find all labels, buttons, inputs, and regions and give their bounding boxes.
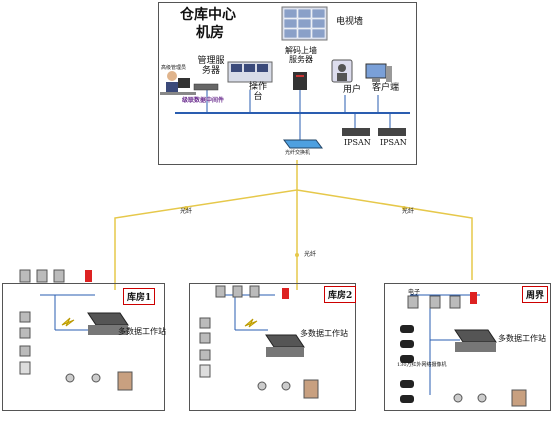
warehouse1-devices xyxy=(19,269,133,391)
user-icon xyxy=(331,59,353,83)
warehouse2-workstation-label: 多数据工作站 xyxy=(300,329,348,338)
perimeter-tag: 周界 xyxy=(522,286,549,303)
switch-label: 光纤交换机 xyxy=(285,150,311,156)
perimeter-device-label: 电子 xyxy=(408,289,421,296)
client-label: 客户端 xyxy=(372,83,400,93)
mgmt-server-icon xyxy=(193,83,219,91)
decoder-label: 解码上墙服务器 xyxy=(285,46,317,64)
hq-mgmt-label: 高级管理员 xyxy=(161,65,187,71)
warehouse2-tag: 库房2 xyxy=(324,286,357,303)
fiber-link-left xyxy=(114,160,298,290)
decoder-server-icon xyxy=(293,72,307,90)
perimeter-workstation-label: 多数据工作站 xyxy=(498,334,546,343)
middleware-label: 级联数据中间件 xyxy=(182,97,225,104)
tv-wall-label: 电视墙 xyxy=(336,17,364,27)
user-label: 用户 xyxy=(343,85,362,95)
tv-wall-icon xyxy=(281,6,328,41)
fiber-nodes xyxy=(184,206,406,257)
warehouse1-workstation-label: 多数据工作站 xyxy=(118,327,166,336)
fiber-label-right: 光纤 xyxy=(402,208,415,215)
fiber-label-left: 光纤 xyxy=(180,208,193,215)
fiber-label-mid: 光纤 xyxy=(304,251,317,258)
warehouse1-tag: 库房1 xyxy=(123,288,156,305)
warehouse2-panel xyxy=(189,283,356,411)
fiber-switch-icon xyxy=(283,139,323,149)
operator-desk-icon xyxy=(227,61,273,83)
warehouse1-panel xyxy=(2,283,165,411)
center-title-line2: 机房 xyxy=(196,25,224,41)
center-room-panel xyxy=(158,2,417,165)
perimeter-camera-group-label: 130万红外网络摄像机 xyxy=(397,362,447,368)
ipsan-label-2: IPSAN xyxy=(380,138,407,147)
ipsan-label-1: IPSAN xyxy=(344,138,371,147)
ipsan-icons xyxy=(342,128,406,136)
fiber-links xyxy=(114,160,473,290)
center-drops xyxy=(206,88,391,140)
warehouse2-devices xyxy=(199,285,319,399)
client-icon xyxy=(365,63,392,82)
fiber-link-right xyxy=(296,189,473,280)
center-title-line1: 仓库中心 xyxy=(180,7,236,23)
admin-person-icon xyxy=(160,71,196,95)
mgmt-server-label: 管理服务器 xyxy=(197,56,225,76)
operator-label: 操作台 xyxy=(248,82,267,102)
perimeter-devices xyxy=(400,292,527,407)
perimeter-panel xyxy=(384,283,551,411)
